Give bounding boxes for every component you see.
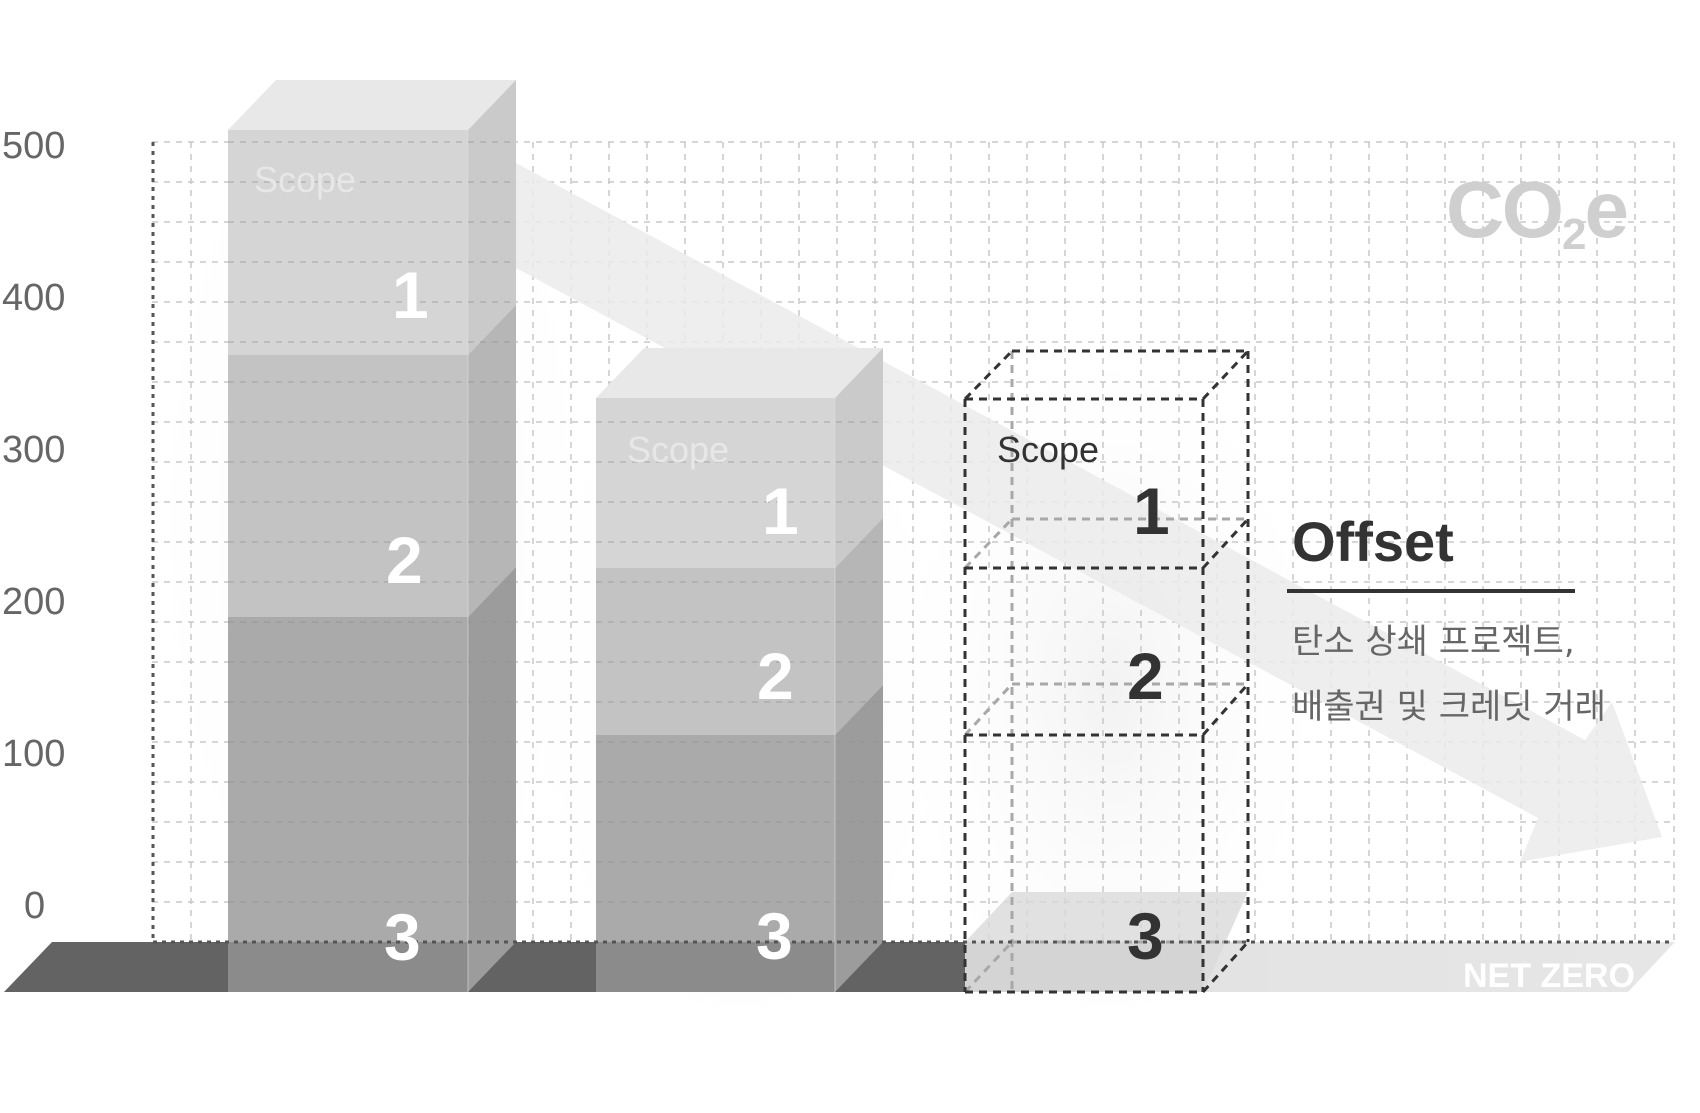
bar2-scope-label: Scope [627, 429, 730, 470]
net-zero-label: NET ZERO [1463, 957, 1635, 995]
axes [151, 142, 1674, 944]
bar1-scope3-number: 3 [384, 900, 421, 974]
bar3-scope-label: Scope [997, 429, 1100, 470]
offset-description-line2: 배출권 및 크레딧 거래 [1292, 687, 1606, 727]
bar3-scope1-number: 1 [1133, 474, 1170, 548]
bar3-scope3-number: 3 [1127, 899, 1164, 973]
bar-offset-wireframe [963, 349, 1250, 994]
bar-current [228, 80, 516, 992]
y-tick-300: 300 [2, 429, 66, 471]
bar-grid-overlay [228, 141, 883, 903]
offset-title: Offset [1292, 510, 1454, 573]
bar2-scope2-number: 2 [757, 639, 794, 713]
y-tick-200: 200 [2, 581, 66, 623]
bar1-scope2-number: 2 [386, 523, 423, 597]
offset-divider [1287, 589, 1575, 593]
co2e-subscript: 2 [1562, 210, 1587, 259]
co2e-unit-label: CO2e [1446, 170, 1629, 259]
y-tick-100: 100 [2, 733, 66, 775]
bar-reduced [596, 348, 883, 992]
co2e-suffix: e [1584, 165, 1628, 254]
bar2-scope3-number: 3 [756, 899, 793, 973]
co2e-main: CO [1446, 165, 1564, 254]
reduction-arrow-icon [516, 163, 1662, 862]
bar3-scope2-number: 2 [1127, 639, 1164, 713]
y-tick-0: 0 [24, 885, 46, 927]
y-tick-500: 500 [2, 125, 66, 167]
y-tick-400: 400 [2, 277, 66, 319]
bar1-scope1-number: 1 [392, 258, 429, 332]
offset-description-line1: 탄소 상쇄 프로젝트, [1292, 622, 1575, 662]
bar2-scope1-number: 1 [762, 474, 799, 548]
bar1-scope-label: Scope [254, 159, 357, 200]
